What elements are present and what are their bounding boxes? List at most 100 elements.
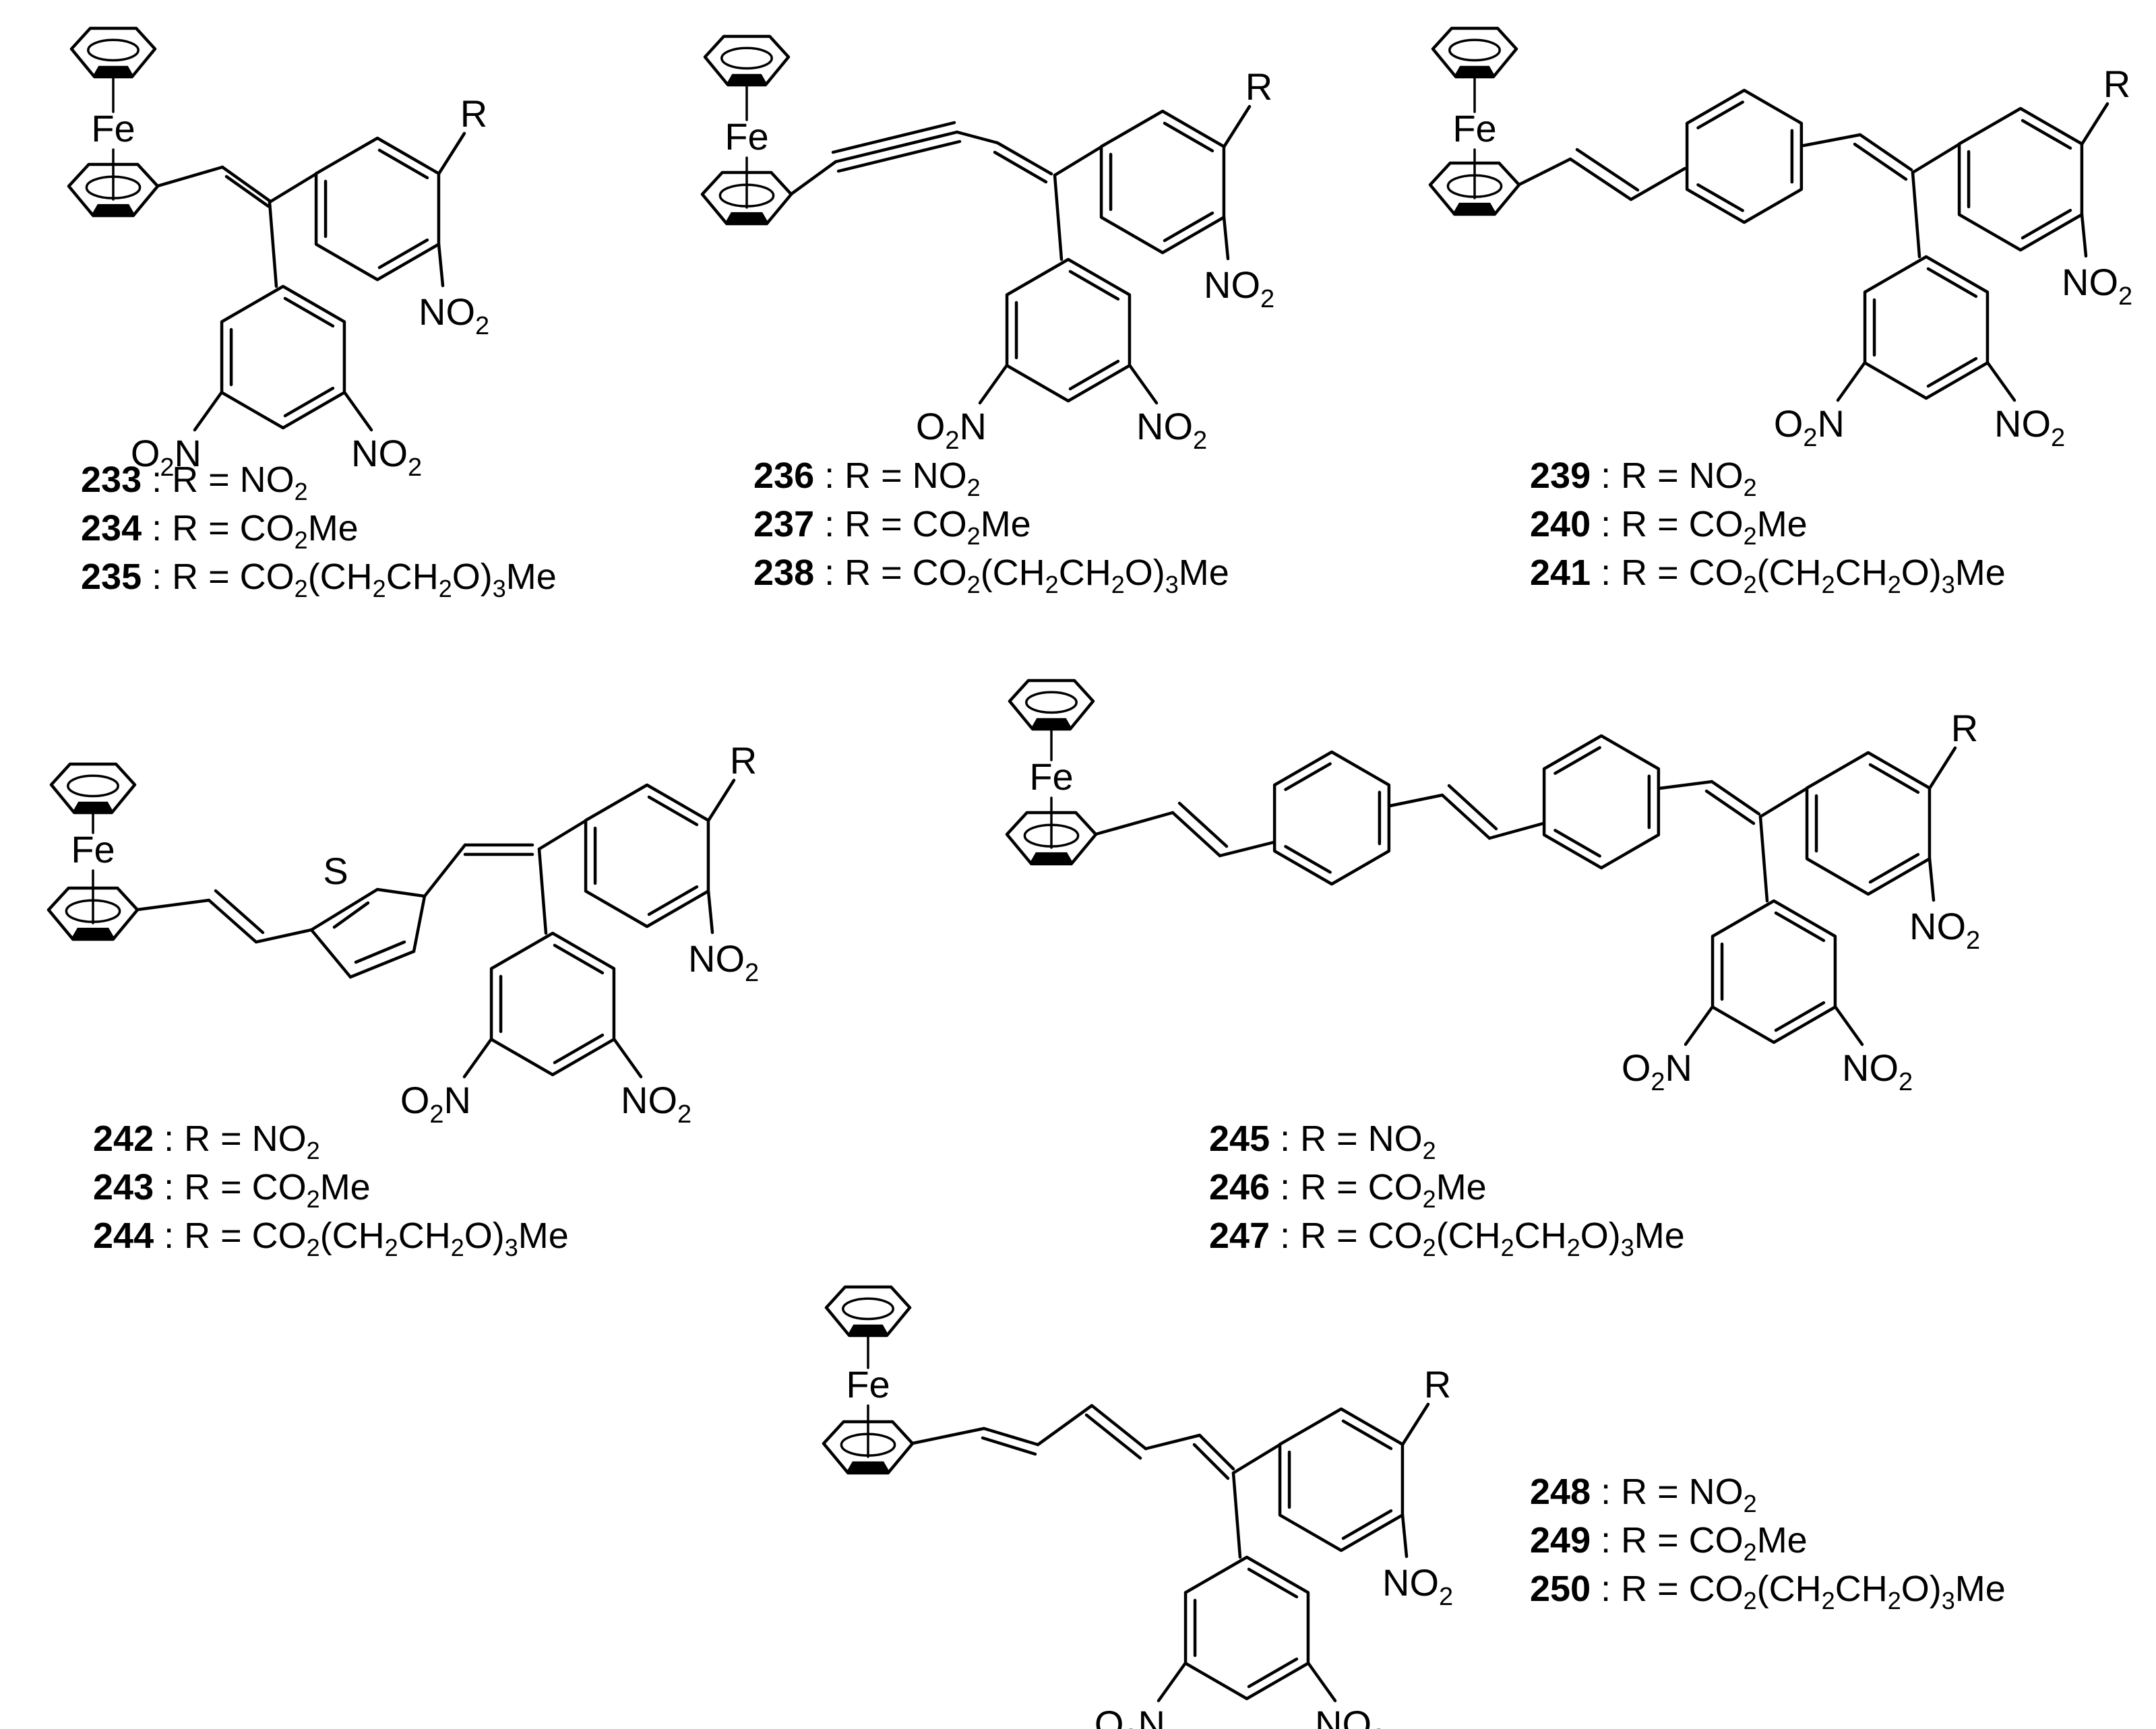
exocyclic-double-bond <box>1704 789 1756 825</box>
compound-number: 243 <box>93 1167 154 1207</box>
formula-part: Me <box>980 504 1031 544</box>
nitro-group-label: NO2 <box>1994 402 2065 452</box>
polyene-double-bond <box>1090 1404 1148 1451</box>
formula-part: Me <box>307 508 359 548</box>
subscript: 2 <box>408 453 422 482</box>
exocyclic-double-bond <box>220 165 272 203</box>
double-bond-inner <box>2021 208 2072 240</box>
polyene-bond <box>911 1426 986 1445</box>
fluorene-left-ring <box>1005 257 1132 403</box>
fluorene-right-ring <box>1805 751 1932 896</box>
ring-outline <box>1542 734 1661 870</box>
substituent-bond <box>612 1037 643 1079</box>
compound-number: 250 <box>1530 1569 1591 1609</box>
formula-part: CO <box>912 553 967 593</box>
ring-outline <box>1005 257 1132 403</box>
formula-part: CH <box>1514 1216 1567 1256</box>
vinyl-bond <box>1517 157 1572 187</box>
substituent-bond <box>1684 1005 1715 1046</box>
formula-subscript: 2 <box>1422 1185 1436 1213</box>
fluorene-right-ring <box>1278 1407 1405 1552</box>
ring-outline <box>1957 106 2084 252</box>
linker-bond <box>423 843 467 898</box>
five-ring-bond <box>537 847 548 935</box>
fluorene-left-ring <box>1711 899 1837 1044</box>
substituent-bond <box>1928 856 1936 902</box>
nitro-group-label: O2N <box>400 1079 471 1129</box>
substituent-bond <box>1836 360 1867 402</box>
label-part: NO <box>1994 402 2051 445</box>
compound-number: 247 <box>1209 1216 1270 1256</box>
substituent-bond <box>437 131 466 176</box>
cp-aromatic-circle <box>65 899 121 923</box>
formula-part: (CH <box>319 1216 385 1256</box>
exocyclic-double-bond <box>1710 780 1761 816</box>
five-ring-bond <box>1911 142 1961 175</box>
formula-subscript: 2 <box>1743 1587 1757 1614</box>
double-bond-inner <box>1284 845 1332 874</box>
label-part: N <box>1818 402 1845 445</box>
compound-number: 249 <box>1530 1520 1591 1561</box>
formula-part: (CH <box>980 553 1045 593</box>
substituent-bond <box>1985 360 2016 402</box>
ring-outline <box>1099 109 1226 255</box>
formula-part: CO <box>912 504 967 544</box>
compound-number: 233 <box>81 460 142 500</box>
substituent-bond <box>706 778 736 823</box>
legend-line-compound-244: 244 : R = CO2(CH2CH2O)3Me <box>93 1212 569 1260</box>
formula-subscript: 2 <box>294 526 308 554</box>
double-bond-inner <box>1696 100 1744 129</box>
formula-subscript: 2 <box>372 575 386 602</box>
vinyl-bond <box>1094 811 1175 836</box>
compound-number: 234 <box>81 508 142 548</box>
formula-part: Me <box>319 1167 371 1207</box>
formula-part: (CH <box>1756 553 1822 593</box>
five-ring-bond <box>1758 786 1809 819</box>
compound-number: 242 <box>93 1119 154 1159</box>
vinyl-double-bond <box>1171 811 1222 858</box>
fluorene-left-ring <box>489 931 616 1077</box>
legend-line-compound-239: 239 : R = NO2 <box>1530 451 2006 500</box>
cyclopentadienyl-top <box>49 762 137 815</box>
formula-part: O) <box>1580 1216 1621 1256</box>
double-bond-inner <box>647 795 699 827</box>
formula-subscript: 2 <box>1887 1587 1901 1614</box>
linker-bond <box>1657 780 1714 790</box>
formula-subscript: 2 <box>966 522 981 550</box>
double-bond-inner <box>2021 119 2072 150</box>
compound-number: 239 <box>1530 455 1591 496</box>
r-group-label: R <box>1424 1363 1451 1406</box>
substituent-bond <box>1222 215 1230 261</box>
cp-aromatic-circle <box>1448 38 1501 62</box>
formula-part: CO <box>1688 1520 1744 1561</box>
formula-part: NO <box>1688 1472 1744 1512</box>
legend-line-compound-236: 236 : R = NO2 <box>753 451 1229 500</box>
formula-subscript: 2 <box>306 1137 320 1164</box>
formula-part: CO <box>1688 553 1744 593</box>
formula-subscript: 2 <box>966 571 981 598</box>
formula-part: (CH <box>1756 1569 1822 1609</box>
five-ring-bond <box>1231 1443 1282 1475</box>
label-part: N <box>175 432 202 474</box>
five-ring-bond <box>537 819 588 851</box>
cp-ring-front-edge <box>1452 202 1497 214</box>
double-bond-inner <box>1068 359 1120 391</box>
alkyne-bond <box>789 160 838 196</box>
double-bond-inner <box>1696 183 1744 212</box>
cp-aromatic-circle <box>87 38 140 62</box>
cp-aromatic-circle <box>85 175 142 199</box>
five-ring-bond <box>1053 173 1064 261</box>
formula-part: Me <box>1954 553 2006 593</box>
substituent-bond <box>706 889 714 935</box>
legend-line-compound-241: 241 : R = CO2(CH2CH2O)3Me <box>1530 548 2006 597</box>
formula-part: Me <box>1954 1569 2006 1609</box>
five-ring-bond <box>1911 170 1921 259</box>
five-ring-bond <box>1053 145 1103 177</box>
nitro-group-label: NO2 <box>688 937 759 987</box>
nitro-group-label: NO2 <box>1204 263 1274 313</box>
formula-subscript: 3 <box>492 575 506 602</box>
double-bond-inner <box>1163 211 1214 243</box>
legend-line-compound-250: 250 : R = CO2(CH2CH2O)3Me <box>1530 1565 2006 1613</box>
label-part: NO <box>2062 261 2118 303</box>
cyclopentadienyl-top <box>1008 679 1095 731</box>
